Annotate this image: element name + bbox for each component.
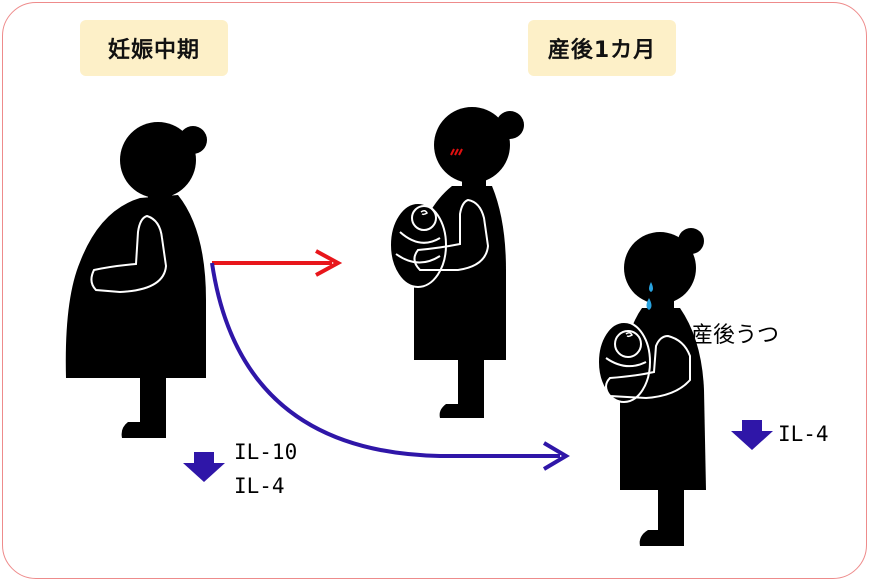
down-arrow-icon xyxy=(183,452,225,482)
pregnant-woman-figure xyxy=(65,122,207,438)
marker-il4-right: IL-4 xyxy=(778,422,829,446)
blue-arrow xyxy=(210,262,570,471)
label-postpartum-month: 産後1カ月 xyxy=(528,20,676,76)
label-mid-pregnancy-text: 妊娠中期 xyxy=(107,38,200,63)
label-mid-pregnancy: 妊娠中期 xyxy=(80,20,228,76)
baby-figure-2 xyxy=(597,321,651,403)
label-postpartum-depression: 産後うつ xyxy=(691,323,779,348)
marker-il10-left: IL-10 xyxy=(234,440,297,464)
label-postpartum-month-text: 産後1カ月 xyxy=(547,38,657,63)
down-arrow-icon-right xyxy=(731,420,773,450)
blush-marks xyxy=(450,148,463,156)
marker-il4-left: IL-4 xyxy=(234,474,285,498)
red-arrow xyxy=(212,249,343,277)
baby-figure xyxy=(389,202,447,288)
postpartum-woman-figure xyxy=(389,107,524,418)
depressed-woman-figure xyxy=(597,228,706,546)
tear-drops xyxy=(646,282,653,310)
